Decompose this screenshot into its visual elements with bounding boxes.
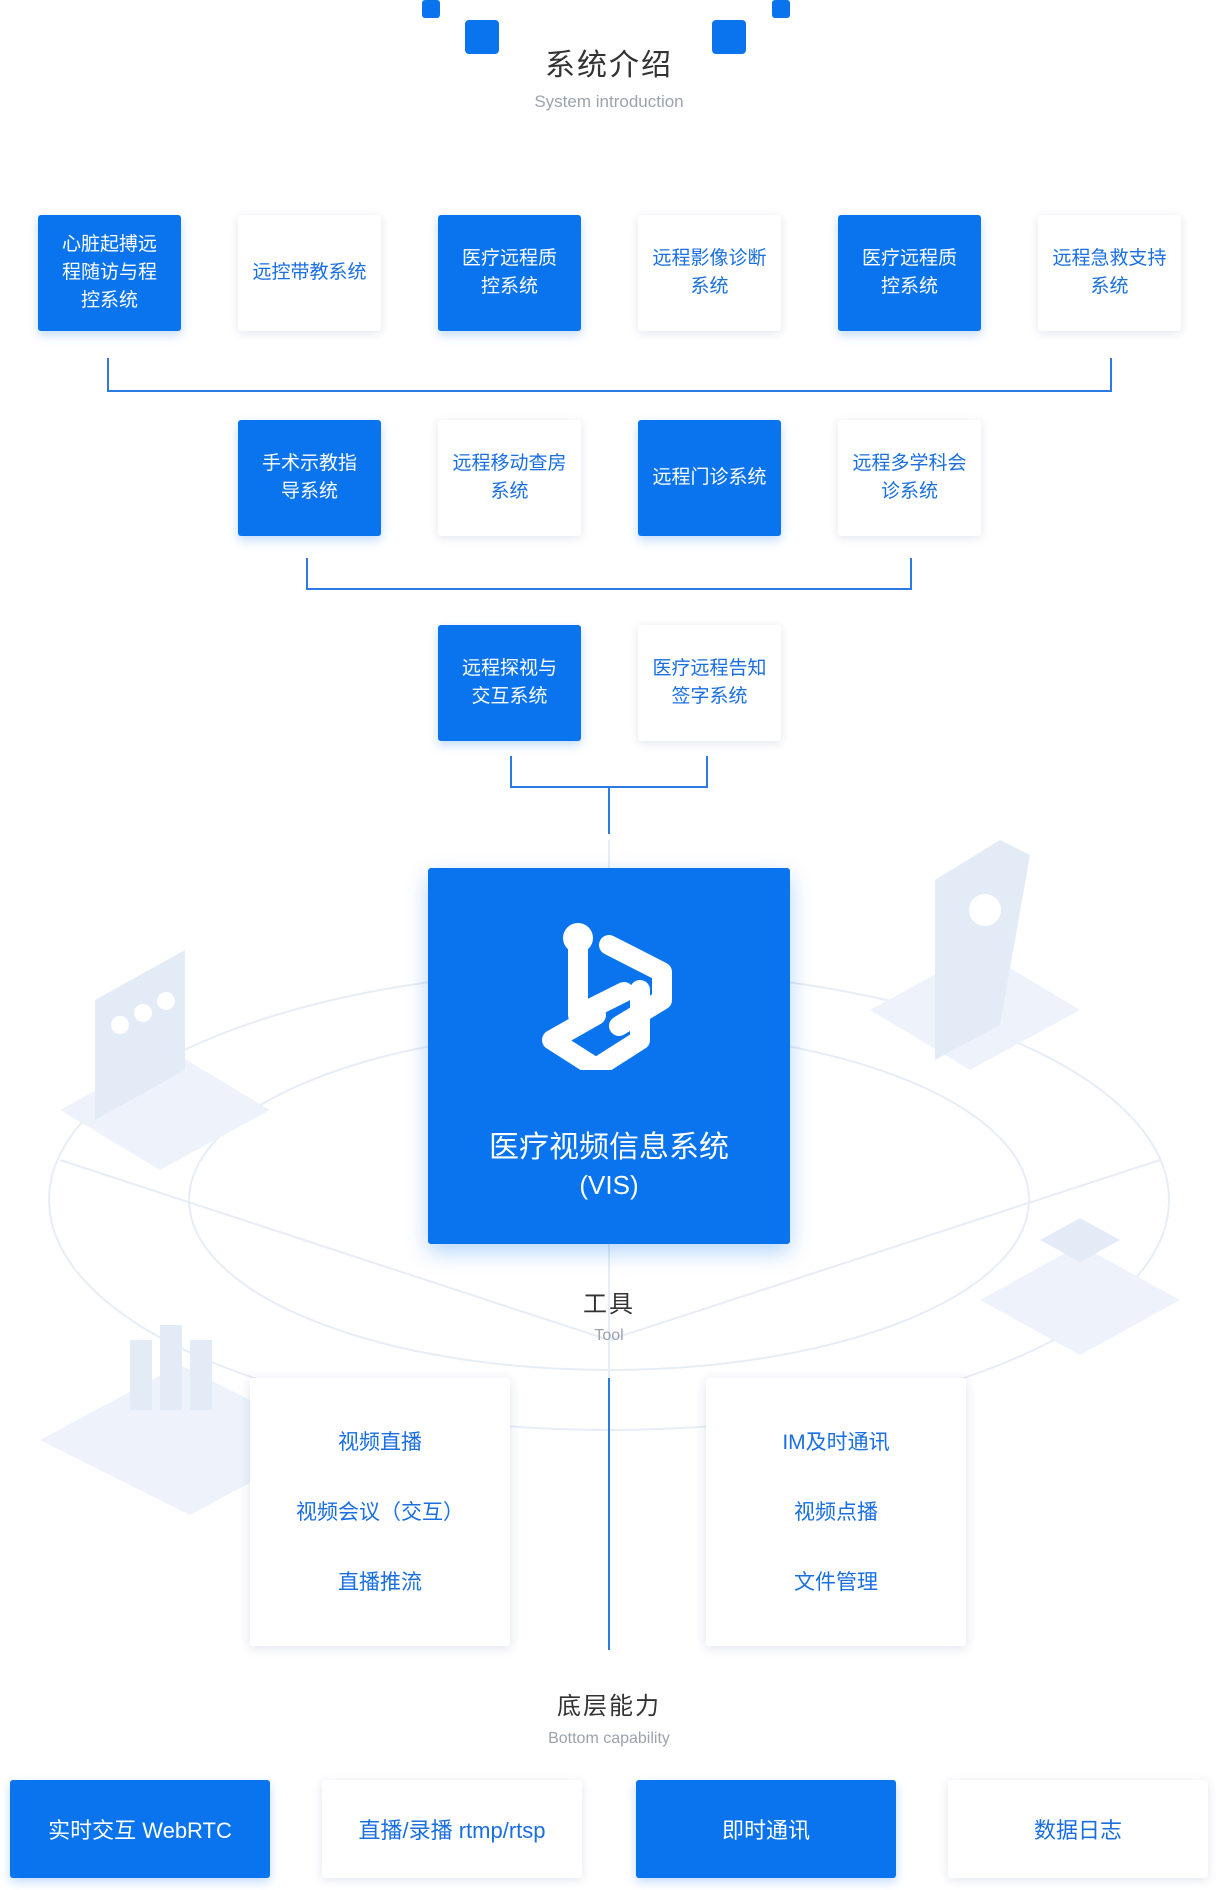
system-card-quality-control-1[interactable]: 医疗远程质 控系统 [438, 215, 581, 331]
connector-core-stem [608, 786, 610, 834]
decor-square-small-left [422, 0, 440, 18]
tool-item-video-conference[interactable]: 视频会议（交互） [296, 1501, 464, 1524]
system-card-remote-visit[interactable]: 远程探视与 交互系统 [438, 625, 581, 741]
tool-title: 工具 [583, 1291, 635, 1318]
tool-card-left: 视频直播 视频会议（交互） 直播推流 [250, 1378, 510, 1646]
system-card-remote-teaching[interactable]: 远控带教系统 [238, 215, 381, 331]
cube-illustration [980, 1218, 1180, 1355]
system-card-surgery-teaching[interactable]: 手术示教指 导系统 [238, 420, 381, 536]
capability-instant-messaging[interactable]: 即时通讯 [636, 1780, 896, 1878]
decor-square-large-left [465, 20, 499, 54]
chat-device-illustration [60, 950, 270, 1170]
tool-item-vod[interactable]: 视频点播 [794, 1501, 878, 1524]
tool-divider [608, 1378, 610, 1650]
connector-row2-left [306, 558, 308, 590]
connector-row3-right [706, 756, 708, 788]
decor-square-large-right [712, 20, 746, 54]
connector-row2-bar [306, 588, 912, 590]
bottom-title: 底层能力 [557, 1693, 661, 1720]
tool-item-live-streaming[interactable]: 视频直播 [338, 1431, 422, 1454]
tool-item-stream-push[interactable]: 直播推流 [338, 1571, 422, 1594]
tool-item-im[interactable]: IM及时通讯 [782, 1431, 890, 1454]
section-subtitle: System introduction [534, 92, 684, 111]
system-card-quality-control-2[interactable]: 医疗远程质 控系统 [838, 215, 981, 331]
system-card-mobile-rounds[interactable]: 远程移动查房 系统 [438, 420, 581, 536]
capability-rtmp-rtsp[interactable]: 直播/录播 rtmp/rtsp [322, 1780, 582, 1878]
bottom-subtitle: Bottom capability [548, 1730, 670, 1747]
system-card-multidisciplinary[interactable]: 远程多学科会 诊系统 [838, 420, 981, 536]
system-card-consent-signing[interactable]: 医疗远程告知 签字系统 [638, 625, 781, 741]
connector-row1-right [1110, 358, 1112, 392]
system-card-imaging-diagnosis[interactable]: 远程影像诊断 系统 [638, 215, 781, 331]
decor-square-small-right [772, 0, 790, 18]
tool-subtitle: Tool [594, 1327, 624, 1344]
tool-item-file-management[interactable]: 文件管理 [794, 1571, 878, 1594]
tool-card-right: IM及时通讯 视频点播 文件管理 [706, 1378, 966, 1646]
phone-illustration [870, 840, 1080, 1070]
capability-data-log[interactable]: 数据日志 [948, 1780, 1208, 1878]
section-title: 系统介绍 [545, 49, 673, 82]
core-system-card[interactable]: 医疗视频信息系统 (VIS) [428, 868, 790, 1244]
core-system-abbr: (VIS) [579, 1170, 639, 1200]
connector-row1-bar [107, 390, 1112, 392]
vis-chain-logo-icon [542, 923, 672, 1070]
core-system-name: 医疗视频信息系统 [489, 1131, 729, 1164]
capability-webrtc[interactable]: 实时交互 WebRTC [10, 1780, 270, 1878]
connector-row2-right [910, 558, 912, 590]
system-card-pacemaker-followup[interactable]: 心脏起搏远 程随访与程 控系统 [38, 215, 181, 331]
connector-row1-left [107, 358, 109, 392]
connector-row3-left [510, 756, 512, 788]
system-card-emergency-support[interactable]: 远程急救支持 系统 [1038, 215, 1181, 331]
system-card-remote-clinic[interactable]: 远程门诊系统 [638, 420, 781, 536]
